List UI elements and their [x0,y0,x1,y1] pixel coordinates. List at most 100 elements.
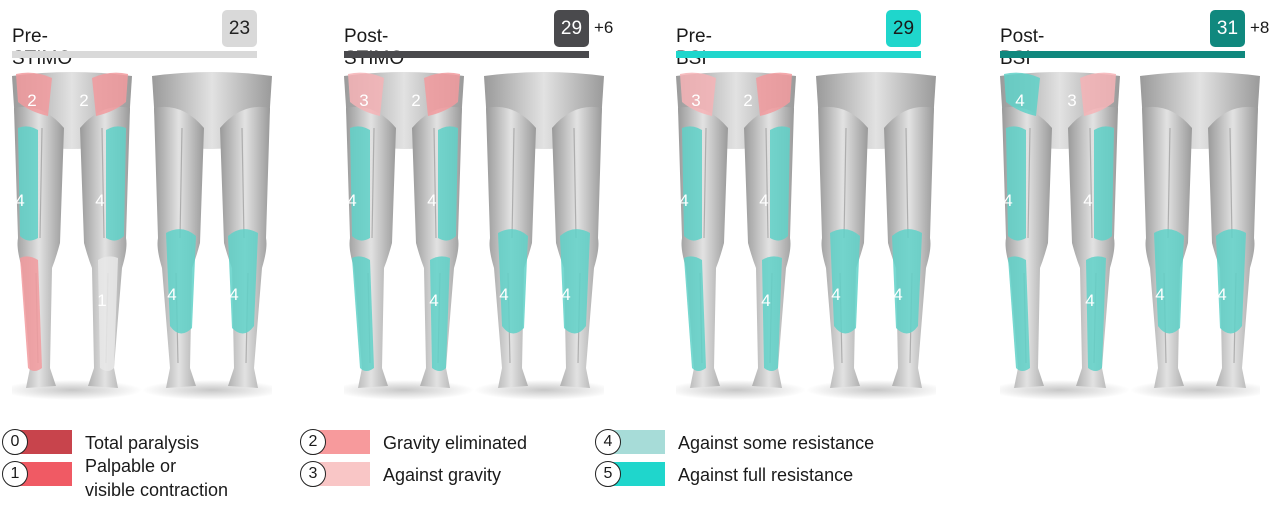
panel-bar [12,51,257,58]
muscle-hip-right [1080,72,1116,116]
muscle-hip-right [756,72,792,116]
label-hip-left: 3 [359,91,368,110]
label-calf-right: 4 [893,285,902,304]
muscle-thigh-left [350,126,370,241]
label-shin-left: 2 [12,291,21,310]
score-delta: +8 [1250,18,1270,37]
muscle-thigh-left [1006,126,1026,241]
muscle-lines [1163,127,1237,364]
muscle-calf-right [892,229,922,334]
label-calf-left: 4 [1155,285,1164,304]
legend-number: 1 [2,461,28,487]
score-delta: +6 [594,18,614,37]
muscle-thigh-right [106,126,126,241]
legend-label: Palpable or visible contraction [85,454,228,502]
back-muscles [1154,229,1246,334]
label-calf-right: 4 [561,285,570,304]
label-thigh-left: 4 [679,191,688,210]
muscle-shin-right [430,256,450,371]
panel-title: Pre-BSI [676,26,712,69]
label-shin-left: 4 [676,291,685,310]
front-muscles [680,72,792,371]
score-badge: 29 [886,10,921,47]
legs-illustration: 3 2 4 4 4 4 4 4 [676,72,936,400]
panel-title: Post-STIMO [344,26,405,69]
label-thigh-left: 4 [15,191,24,210]
back-muscles [830,229,922,334]
legend-label: Against some resistance [678,433,875,453]
muscle-lines [839,127,913,364]
muscle-hip-right [424,72,460,116]
label-thigh-right: 4 [427,191,436,210]
label-hip-left: 4 [1015,91,1024,110]
muscle-lines [699,127,773,364]
legend-number: 3 [300,461,326,487]
muscle-hip-left [680,72,716,116]
front-muscles [16,72,128,371]
panel-bar [344,51,589,58]
muscle-calf-right [1216,229,1246,334]
label-shin-right: 4 [429,291,438,310]
label-shin-right: 4 [761,291,770,310]
muscle-calf-left [1154,229,1184,334]
muscle-hip-left [16,72,52,116]
label-thigh-right: 4 [759,191,768,210]
muscle-thigh-right [438,126,458,241]
muscle-shin-left [352,256,374,371]
muscle-shin-left [684,256,706,371]
label-calf-left: 4 [499,285,508,304]
label-calf-left: 4 [167,285,176,304]
legend: 0 Total paralysis 1 Palpable or visible … [0,425,1280,515]
panel-bar [676,51,921,58]
muscle-shin-right [1086,256,1106,371]
muscle-calf-right [560,229,590,334]
muscle-lines [35,127,109,364]
muscle-hip-right [92,72,128,116]
legend-number: 2 [300,429,326,455]
muscle-lines [175,127,249,364]
muscle-shin-left [1008,256,1030,371]
score-badge: 29 [554,10,589,47]
legend-label: Against gravity [383,465,502,485]
muscle-calf-left [166,229,196,334]
legend-label: Total paralysis [85,433,200,453]
muscle-thigh-right [770,126,790,241]
legend-label-line: visible contraction [85,480,229,500]
muscle-calf-left [830,229,860,334]
label-shin-right: 4 [1085,291,1094,310]
score-badge: 31 [1210,10,1245,47]
muscle-thigh-left [682,126,702,241]
label-shin-right: 1 [97,291,106,310]
muscle-shin-left [20,256,42,371]
muscle-lines [367,127,441,364]
label-hip-right: 3 [1067,91,1076,110]
legend-label-line: Palpable or [85,456,177,476]
muscle-shin-right [98,256,118,371]
panel-title: Pre-STIMO [12,26,73,69]
legend-label: Gravity eliminated [383,433,528,453]
label-hip-left: 2 [27,91,36,110]
label-hip-left: 3 [691,91,700,110]
panel-title: Post-BSI [1000,26,1045,69]
muscle-lines [1023,127,1097,364]
label-calf-left: 4 [831,285,840,304]
legend-number: 0 [2,429,28,455]
panel-bar [1000,51,1245,58]
front-muscles [348,72,460,371]
label-thigh-right: 4 [95,191,104,210]
muscle-thigh-right [1094,126,1114,241]
label-thigh-left: 4 [1003,191,1012,210]
muscle-calf-left [498,229,528,334]
label-calf-right: 4 [1217,285,1226,304]
muscle-calf-right [228,229,258,334]
legend-number: 4 [595,429,621,455]
muscle-lines [507,127,581,364]
score-badge: 23 [222,10,257,47]
label-calf-right: 4 [229,285,238,304]
muscle-shin-right [762,256,782,371]
label-shin-left: 4 [344,291,353,310]
label-hip-right: 2 [743,91,752,110]
label-shin-left: 4 [1000,291,1009,310]
